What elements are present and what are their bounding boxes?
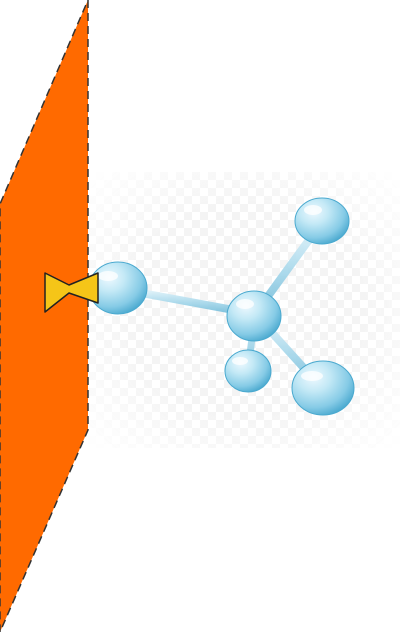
orange-surface-plane [0, 0, 89, 632]
atom-top-right [294, 197, 350, 245]
atom-bottom-right [291, 360, 355, 416]
glass-molecule-icon [88, 197, 355, 416]
atom-left-anchor [88, 261, 148, 315]
molecule-bonds [116, 218, 326, 392]
atom-bottom [224, 349, 272, 393]
yellow-bowtie-connector-icon [44, 272, 99, 313]
atom-center [226, 290, 282, 342]
